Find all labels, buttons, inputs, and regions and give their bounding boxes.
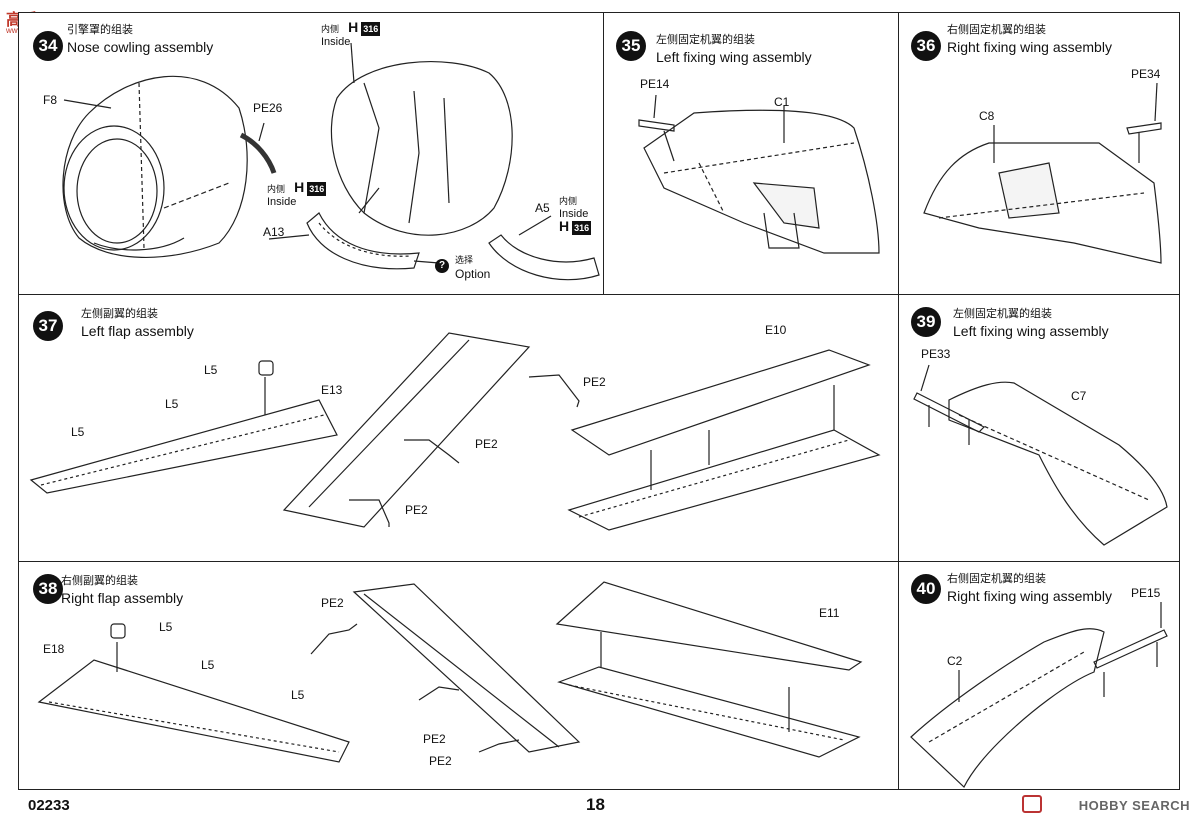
step-38-label-e18: E18 (43, 642, 65, 656)
page-number: 18 (586, 795, 605, 814)
step-36-panel: 36 右侧固定机翼的组装 Right fixing wing assembly … (898, 12, 1180, 295)
hobby-search-logo: HOBBY SEARCH (1078, 798, 1190, 813)
step-34-panel: 34 引擎罩的组装 Nose cowling assembly (18, 12, 604, 295)
step-40-label-c2: C2 (947, 654, 963, 668)
inside-h: H (294, 179, 305, 195)
step-34-label-f8: F8 (43, 93, 58, 107)
inside-part-no: 316 (307, 182, 327, 197)
step-36-title-en: Right fixing wing assembly (947, 39, 1112, 55)
step-37-label-e10: E10 (765, 323, 787, 337)
step-38-label-pe2b: PE2 (423, 732, 446, 746)
step-37-label-e13: E13 (321, 383, 343, 397)
hobby-search-icon (1022, 795, 1042, 813)
step-40-drawing (910, 602, 1168, 788)
step-34-option: 选择 Option (455, 253, 490, 281)
step-34-title-cn: 引擎罩的组装 (67, 23, 133, 36)
step-35-title-en: Left fixing wing assembly (656, 49, 812, 65)
step-35-label-c1: C1 (774, 95, 790, 109)
step-39-number: 39 (911, 307, 941, 337)
step-39-label-pe33: PE33 (921, 347, 951, 361)
option-cn: 选择 (455, 256, 474, 266)
step-37-label-pe2c: PE2 (405, 503, 428, 517)
step-37-label-l5b: L5 (165, 397, 179, 411)
step-34-label-pe26: PE26 (253, 101, 283, 115)
step-38-title-cn: 右侧副翼的组装 (61, 574, 138, 587)
step-38-title-en: Right flap assembly (61, 590, 184, 606)
step-36-label-pe34: PE34 (1131, 67, 1161, 81)
step-40-panel: 40 右侧固定机翼的组装 Right fixing wing assembly … (898, 561, 1180, 790)
step-39-drawing (913, 364, 1168, 546)
inside-cn: 内侧 (267, 185, 286, 195)
step-37-label-l5a: L5 (204, 363, 218, 377)
step-38-label-e11: E11 (819, 606, 840, 620)
inside-part-no: 316 (572, 221, 592, 236)
step-35-panel: 35 左侧固定机翼的组装 Left fixing wing assembly P… (603, 12, 899, 295)
step-36-label-c8: C8 (979, 109, 995, 123)
step-35-drawing (638, 94, 880, 254)
step-34-drawing (62, 42, 600, 281)
step-37-number: 37 (33, 311, 63, 341)
step-34-title-en: Nose cowling assembly (67, 39, 214, 55)
step-38-panel: 38 右侧副翼的组装 Right flap assembly L5 L5 L5 … (18, 561, 899, 790)
step-39-label-c7: C7 (1071, 389, 1087, 403)
step-39-panel: 39 左侧固定机翼的组装 Left fixing wing assembly P… (898, 294, 1180, 562)
step-35-title-cn: 左侧固定机翼的组装 (656, 33, 755, 46)
inside-part-no: 316 (361, 22, 381, 37)
step-40-label-pe15: PE15 (1131, 586, 1161, 600)
step-38-drawing (37, 581, 863, 763)
step-38-number: 38 (33, 574, 63, 604)
step-36-drawing (923, 82, 1162, 264)
step-39-title-cn: 左侧固定机翼的组装 (953, 307, 1052, 320)
step-37-label-l5c: L5 (71, 425, 85, 439)
step-39-title-en: Left fixing wing assembly (953, 323, 1109, 339)
inside-cn: 内侧 (559, 197, 578, 207)
inside-h: H (348, 19, 359, 35)
catalog-number: 02233 (28, 797, 70, 814)
step-35-label-pe14: PE14 (640, 77, 670, 91)
step-37-drawing (29, 332, 881, 531)
step-37-label-pe2a: PE2 (583, 375, 606, 389)
step-38-label-pe2c: PE2 (429, 754, 452, 768)
step-34-label-a13: A13 (263, 225, 285, 239)
step-34-number: 34 (33, 31, 63, 61)
step-40-title-en: Right fixing wing assembly (947, 588, 1112, 604)
step-34-label-a5: A5 (535, 201, 550, 215)
step-37-title-en: Left flap assembly (81, 323, 194, 339)
step-40-title-cn: 右侧固定机翼的组装 (947, 572, 1046, 585)
step-38-label-l5b: L5 (201, 658, 215, 672)
inside-h: H (559, 218, 570, 234)
option-mark: ? (438, 260, 446, 271)
step-35-number: 35 (616, 31, 646, 61)
step-37-label-pe2b: PE2 (475, 437, 498, 451)
step-36-title-cn: 右侧固定机翼的组装 (947, 23, 1046, 36)
inside-en: Inside (267, 196, 297, 209)
step-38-label-pe2a: PE2 (321, 596, 344, 610)
option-en: Option (455, 267, 491, 281)
step-38-label-l5c: L5 (291, 688, 305, 702)
step-38-label-l5a: L5 (159, 620, 173, 634)
step-36-number: 36 (911, 31, 941, 61)
inside-en: Inside (559, 208, 589, 220)
inside-en: Inside (321, 36, 351, 49)
inside-cn: 内侧 (321, 25, 340, 35)
option-icon: ? (435, 259, 449, 273)
step-37-panel: 37 左侧副翼的组装 Left flap assembly L5 L5 L5 E… (18, 294, 899, 562)
step-37-title-cn: 左侧副翼的组装 (81, 307, 158, 320)
step-40-number: 40 (911, 574, 941, 604)
